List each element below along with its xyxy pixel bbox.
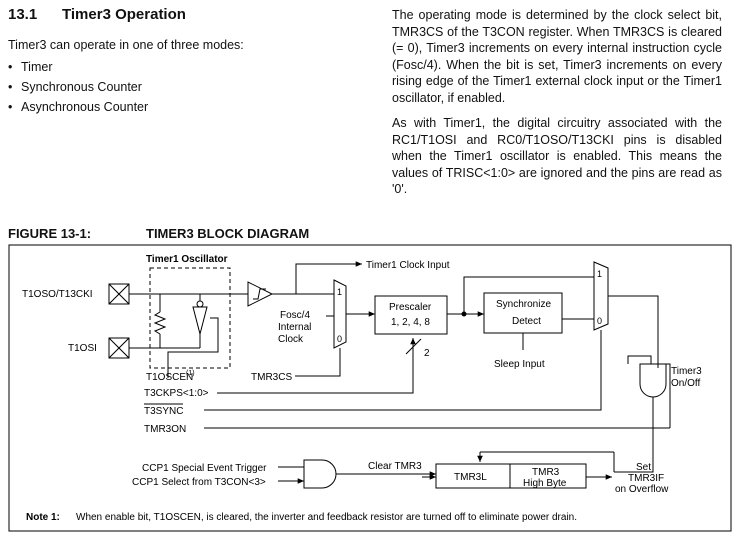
set-line3: on Overflow bbox=[615, 484, 669, 495]
sync-select-mux bbox=[593, 261, 609, 331]
mux2-in0: 0 bbox=[597, 316, 602, 326]
mode-item-async-counter: Asynchronous Counter bbox=[8, 100, 148, 120]
clock-label: Clock bbox=[278, 334, 304, 345]
mode-item-sync-counter: Synchronous Counter bbox=[8, 80, 148, 100]
section-intro: Timer3 can operate in one of three modes… bbox=[8, 38, 244, 52]
internal-label: Internal bbox=[278, 322, 311, 333]
t1oscen-label: T1OSCEN bbox=[146, 372, 193, 383]
tmr3l-label: TMR3L bbox=[454, 472, 487, 483]
onoff-line1: Timer3 bbox=[671, 366, 702, 377]
section-title: Timer3 Operation bbox=[62, 6, 186, 23]
sync-title: Synchronize bbox=[496, 299, 551, 310]
section-number: 13.1 bbox=[8, 6, 38, 23]
prescaler-bus-width: 2 bbox=[424, 348, 430, 359]
clear-tmr3-label: Clear TMR3 bbox=[368, 461, 422, 472]
prescaler-title: Prescaler bbox=[389, 302, 432, 313]
note-text: When enable bit, T1OSCEN, is cleared, th… bbox=[76, 512, 577, 523]
feedback-resistor-icon bbox=[153, 311, 167, 335]
t1oscen-sup: (1) bbox=[186, 370, 195, 377]
mode-item-timer: Timer bbox=[8, 60, 148, 80]
pin2-label: T1OSI bbox=[68, 343, 97, 354]
tmr3cs-label: TMR3CS bbox=[251, 372, 292, 383]
set-line1: Set bbox=[636, 462, 651, 473]
inverter-icon bbox=[192, 306, 208, 336]
inverter-bubble bbox=[196, 300, 204, 308]
note-label: Note 1: bbox=[26, 512, 60, 523]
onoff-line2: On/Off bbox=[671, 378, 700, 389]
pin-t1osi-icon bbox=[108, 337, 130, 359]
paragraph-timer1-pins: As with Timer1, the digital circuitry as… bbox=[392, 116, 722, 196]
tmr3h-line1: TMR3 bbox=[532, 467, 560, 478]
mux1-in0: 0 bbox=[337, 334, 342, 344]
tmr3h-register bbox=[509, 463, 587, 489]
prescaler-block bbox=[374, 295, 448, 335]
pin1-label: T1OSO/T13CKI bbox=[22, 289, 93, 300]
mode-list: Timer Synchronous Counter Asynchronous C… bbox=[8, 60, 148, 120]
ccp1-select-label: CCP1 Select from T3CON<3> bbox=[132, 477, 266, 488]
t3sync-label: T3SYNC bbox=[144, 406, 183, 417]
sleep-input-label: Sleep Input bbox=[494, 359, 545, 370]
ccp1-trigger-label: CCP1 Special Event Trigger bbox=[142, 463, 267, 474]
oscillator-box bbox=[149, 267, 231, 369]
timer3-block-diagram: Timer1 Oscillator T1OSO/T13CKI T1OSI T1O… bbox=[8, 244, 732, 532]
figure-title: TIMER3 BLOCK DIAGRAM bbox=[146, 226, 310, 241]
t3ckps-label: T3CKPS<1:0> bbox=[144, 388, 209, 399]
osc-title: Timer1 Oscillator bbox=[146, 254, 228, 265]
ccp1-and-gate-icon bbox=[303, 459, 337, 489]
clock-select-mux bbox=[333, 279, 347, 349]
fosc-label: Fosc/4 bbox=[280, 310, 310, 321]
clock-input-label: Timer1 Clock Input bbox=[366, 260, 450, 271]
tmr3on-label: TMR3ON bbox=[144, 424, 186, 435]
pin-t1oso-icon bbox=[108, 283, 130, 305]
diagram-frame bbox=[8, 244, 732, 532]
prescaler-values: 1, 2, 4, 8 bbox=[391, 317, 430, 328]
section-heading: 13.1 Timer3 Operation bbox=[8, 6, 186, 23]
sync-detect: Detect bbox=[512, 316, 541, 327]
schmitt-buffer-icon bbox=[247, 281, 274, 307]
on-off-and-gate-icon bbox=[639, 363, 667, 398]
paragraph-operating-mode: The operating mode is determined by the … bbox=[392, 8, 722, 105]
set-line2: TMR3IF bbox=[628, 473, 664, 484]
tmr3h-line2: High Byte bbox=[523, 478, 567, 489]
mux1-in1: 1 bbox=[337, 287, 342, 297]
figure-label: FIGURE 13-1: bbox=[8, 226, 92, 241]
mux2-in1: 1 bbox=[597, 269, 602, 279]
